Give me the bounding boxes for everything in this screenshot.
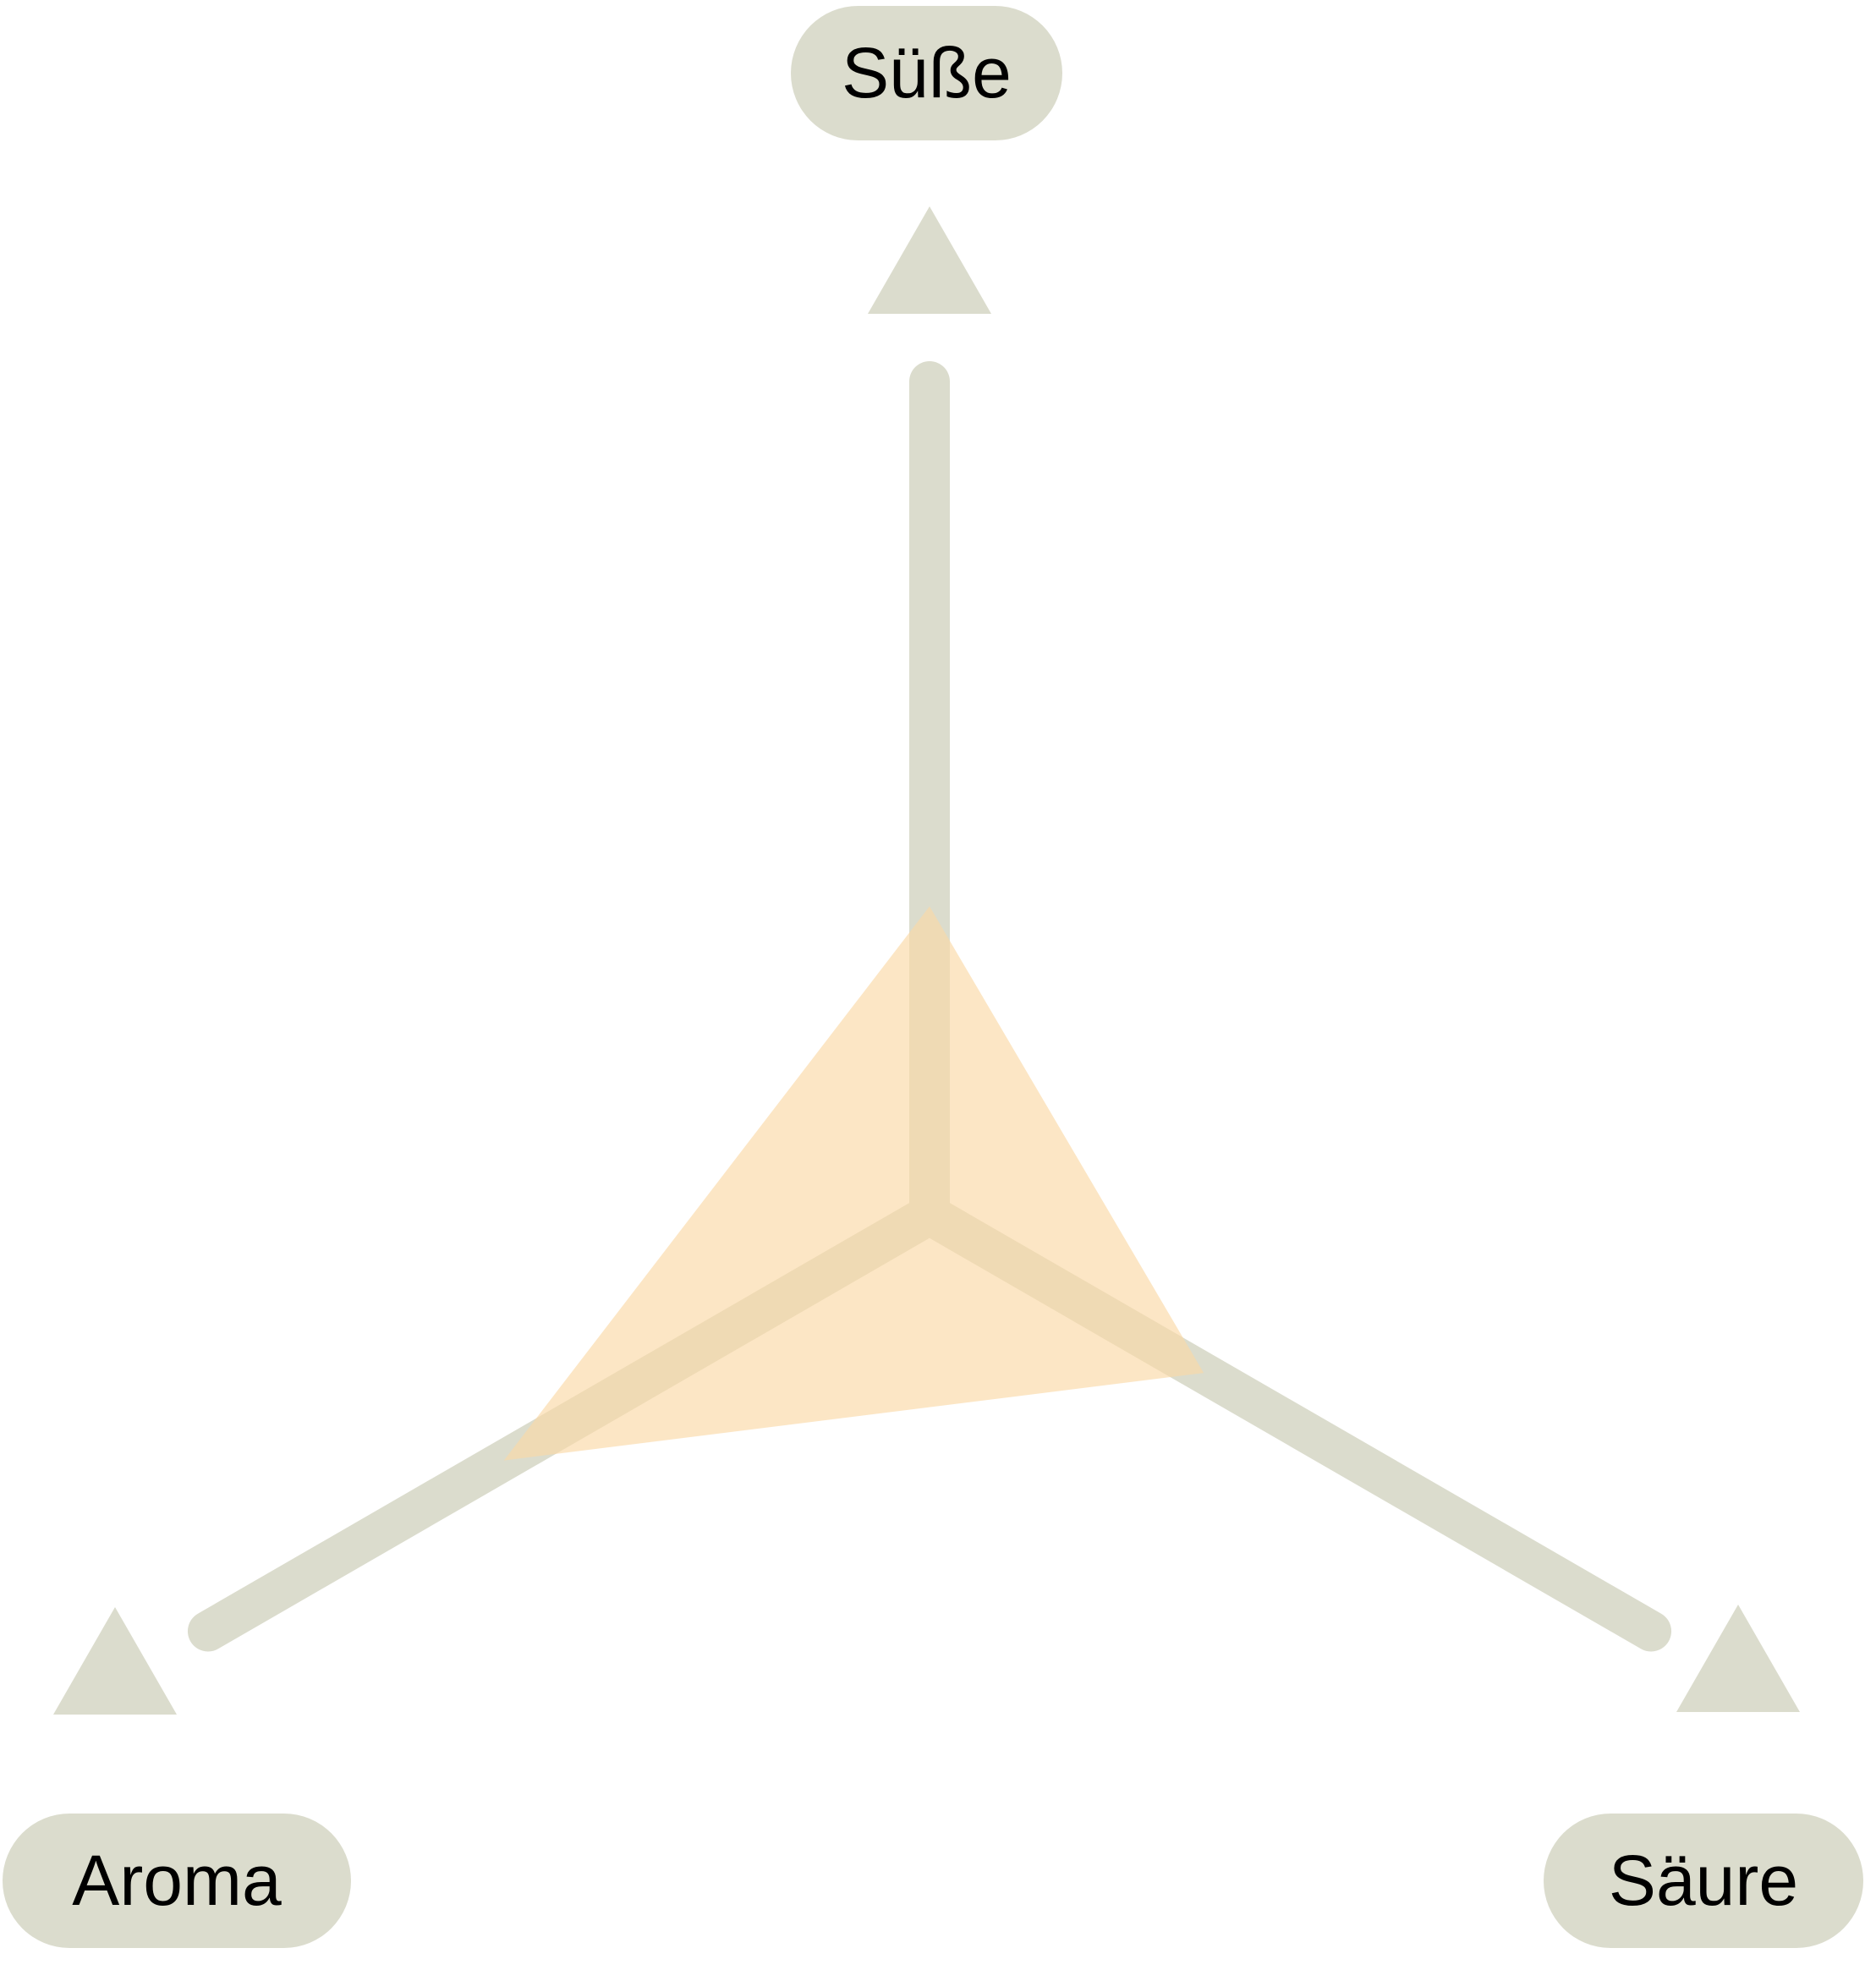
arrow-icon-aroma [53,1607,177,1715]
value-area [503,906,1204,1461]
axis-label-saeure: Säure [1544,1814,1863,1948]
arrow-icon-suesse [868,206,991,314]
axis-label-suesse: Süße [791,6,1062,140]
arrow-icon-saeure [1676,1605,1800,1712]
axis-label-aroma: Aroma [3,1814,351,1948]
